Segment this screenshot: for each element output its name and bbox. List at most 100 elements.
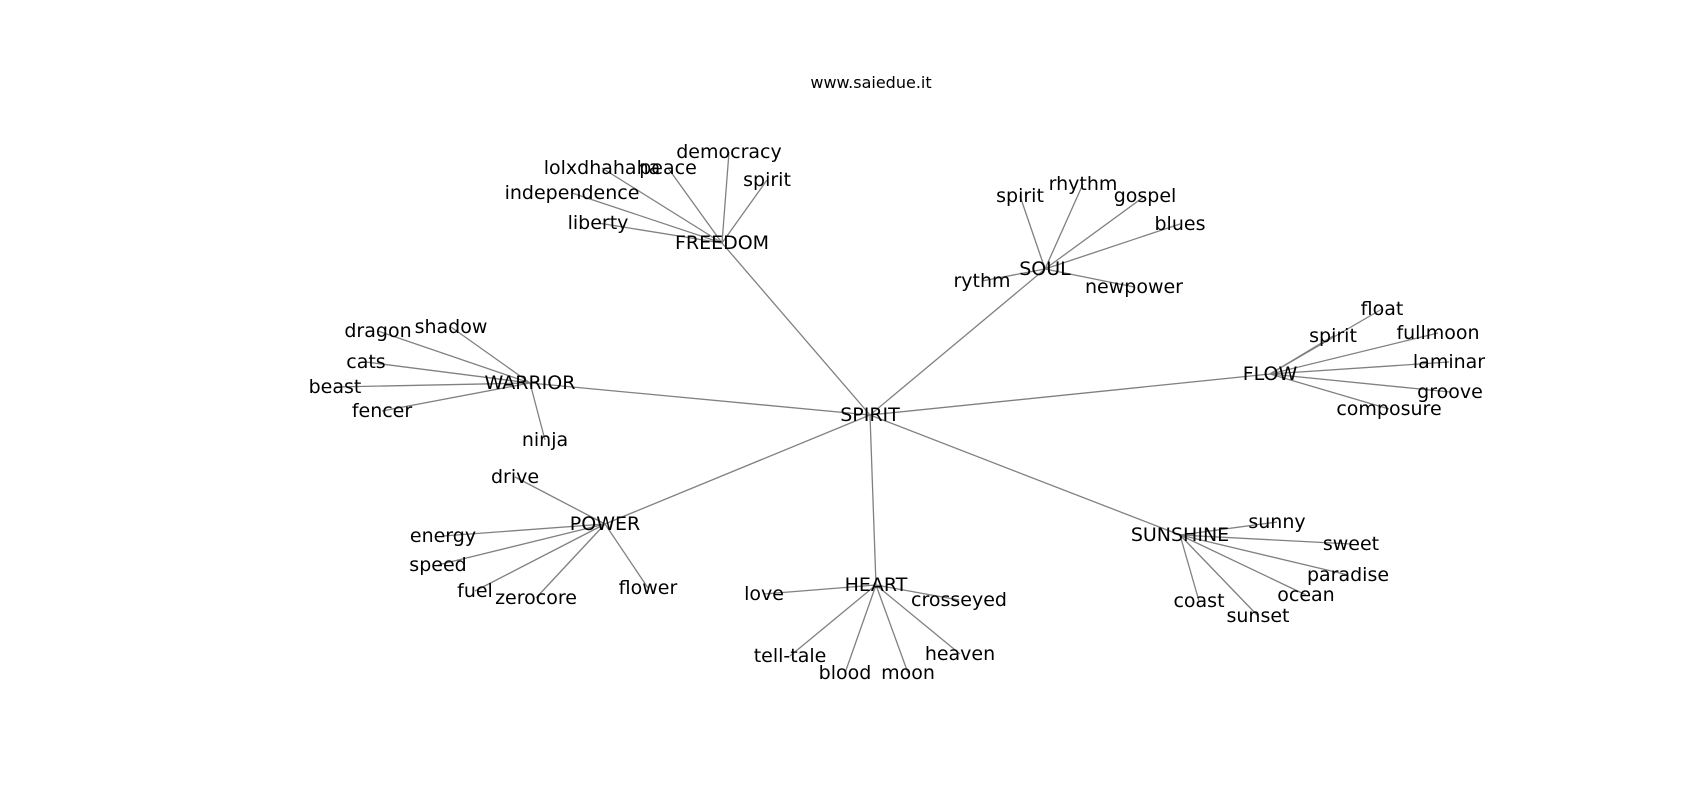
node-leaf: sunset [1226,605,1289,627]
edge-sunshine-leaf [1179,534,1307,596]
node-leaf: peace [639,157,697,179]
node-leaf: love [744,583,784,605]
edge-soul-leaf [1044,268,1135,288]
edge-sunshine-leaf [1179,534,1352,545]
edge-center-warrior [529,382,871,416]
edge-soul-leaf [1044,223,1181,270]
node-leaf: ocean [1277,584,1334,606]
node-leaf: sweet [1323,533,1379,555]
node-leaf: spirit [743,169,791,191]
edge-heart-leaf [875,584,909,674]
node-leaf: zerocore [495,587,577,609]
edge-flow-leaf [1269,361,1450,375]
edge-heart-leaf [844,584,877,674]
node-leaf: spirit [1309,325,1357,347]
node-leaf: drive [491,466,539,488]
node-leaf: spirit [996,185,1044,207]
node-leaf: rythm [953,270,1010,292]
edge-flow-leaf [1269,335,1334,375]
node-leaf: groove [1417,381,1483,403]
node-hub-freedom: FREEDOM [675,232,769,254]
node-hub-sunshine: SUNSHINE [1131,524,1229,546]
node-leaf: crosseyed [911,589,1007,611]
node-hub-warrior: WARRIOR [485,372,576,394]
edge-sunshine-leaf [1179,534,1349,576]
edge-sunshine-leaf [1179,521,1278,536]
edge-center-freedom [721,242,871,416]
edge-center-flow [869,373,1271,416]
node-leaf: energy [410,525,476,547]
chart-title: www.saiedue.it [810,73,931,92]
edges-layer [334,151,1451,674]
edge-heart-leaf [875,584,960,601]
edge-soul-leaf [1019,195,1046,270]
node-leaf: tell-tale [754,645,827,667]
edge-power-leaf [474,523,606,592]
node-leaf: composure [1336,398,1441,420]
edge-warrior-leaf [334,382,531,388]
node-leaf: fullmoon [1396,322,1479,344]
node-leaf: sunny [1248,511,1305,533]
node-leaf: coast [1173,590,1224,612]
edge-heart-leaf [763,584,877,595]
node-leaf: flower [619,577,678,599]
node-leaf: dragon [344,320,411,342]
edge-center-soul [869,268,1046,416]
node-leaf: liberty [568,212,629,234]
node-leaf: independence [505,182,640,204]
edge-freedom-leaf [601,167,723,244]
node-leaf: democracy [676,141,781,163]
edge-warrior-leaf [377,330,531,384]
node-leaf: heaven [925,643,995,665]
edge-heart-leaf [875,584,961,655]
node-leaf: blues [1155,213,1206,235]
node-hub-power: POWER [570,513,640,535]
edge-flow-leaf [1269,332,1439,375]
edge-flow-leaf [1269,373,1390,410]
edge-center-power [604,414,871,525]
node-leaf: blood [819,662,872,684]
edge-sunshine-leaf [1179,534,1200,602]
node-hub-flow: FLOW [1243,363,1298,385]
node-leaf: gospel [1114,185,1177,207]
edge-power-leaf [604,523,649,589]
edge-freedom-leaf [721,151,730,244]
edge-warrior-leaf [450,326,531,384]
node-leaf: float [1361,298,1404,320]
edge-power-leaf [535,523,606,599]
edge-freedom-leaf [667,167,723,244]
edge-warrior-leaf [529,382,546,441]
edge-center-sunshine [869,414,1181,536]
node-leaf: speed [409,554,466,576]
node-leaf: newpower [1085,276,1183,298]
node-hub-heart: HEART [845,574,908,596]
edge-soul-leaf [981,268,1046,282]
edge-freedom-leaf [721,179,768,244]
node-leaf: lolxdhahaha [544,157,661,179]
node-leaf: ninja [522,429,568,451]
edge-freedom-leaf [571,192,723,244]
node-leaf: rhythm [1049,173,1118,195]
edge-power-leaf [514,476,606,525]
edge-warrior-leaf [365,361,531,384]
node-leaf: fuel [457,580,493,602]
edge-flow-leaf [1269,373,1451,393]
edge-heart-leaf [789,584,877,657]
node-center: SPIRIT [840,404,900,426]
node-leaf: beast [309,376,362,398]
node-leaf: laminar [1413,351,1485,373]
node-leaf: fencer [352,400,413,422]
edge-power-leaf [442,523,606,537]
edge-sunshine-leaf [1179,534,1259,617]
node-leaf: paradise [1307,564,1389,586]
edge-power-leaf [437,523,606,566]
node-leaf: cats [346,351,385,373]
edge-soul-leaf [1044,195,1146,270]
node-leaf: moon [881,662,935,684]
edge-warrior-leaf [381,382,531,412]
edge-freedom-leaf [597,222,723,244]
edge-soul-leaf [1044,183,1084,270]
node-leaf: shadow [415,316,488,338]
